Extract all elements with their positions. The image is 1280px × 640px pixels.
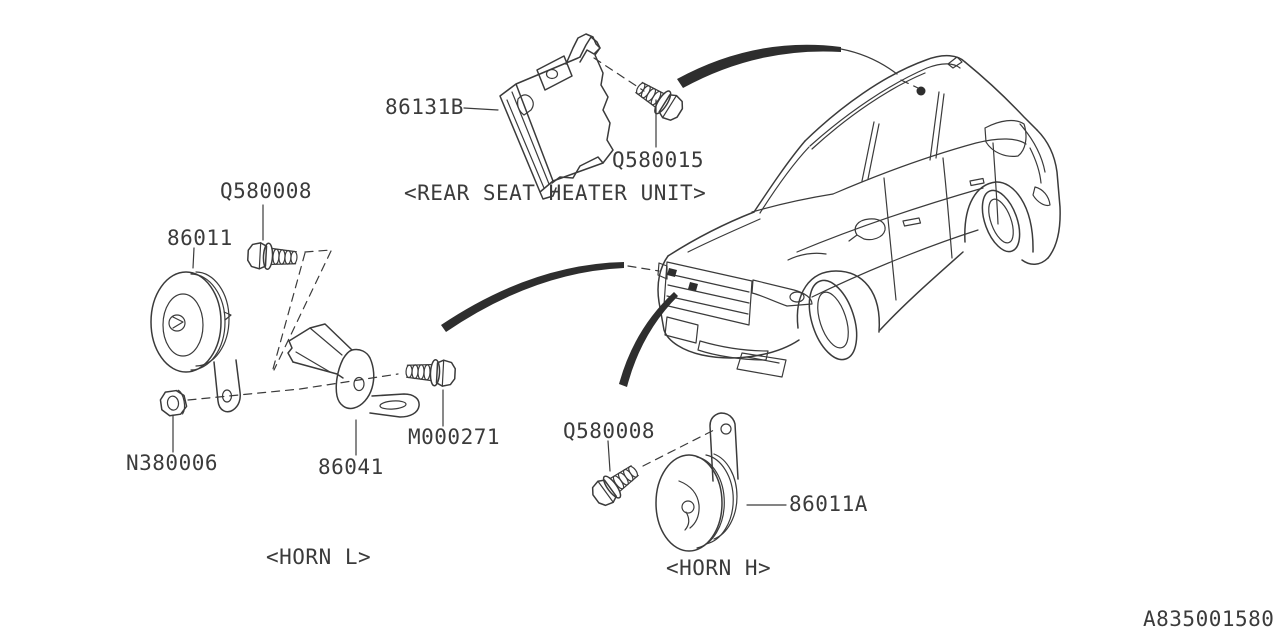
part-label-horn-l-bolt: Q580008 [220,179,313,203]
part-label-horn-h-bolt: Q580008 [563,419,656,443]
part-label-bracket-bolt: M000271 [408,425,501,449]
part-label-bracket: 86041 [318,455,384,479]
location-arrows [441,44,898,387]
vehicle-illustration [627,54,1061,378]
caption-horn-h: <HORN H> [666,556,772,580]
part-label-horn-l-nut: N380006 [126,451,219,475]
part-label-horn-h: 86011A [789,492,868,516]
horn-h-drawing [587,412,787,552]
caption-horn-l: <HORN L> [266,545,372,569]
part-label-heater-bolt: Q580015 [612,148,705,172]
heater-location-dot [916,86,926,96]
bracket-drawing [287,323,457,456]
part-label-heater-unit: 86131B [385,95,464,119]
horn-l-drawing [150,204,399,453]
heater-unit-drawing [463,33,688,200]
horn-location-marker [667,268,698,291]
drawing-number: A835001580 [1143,607,1275,631]
caption-rear-seat-heater-unit: <REAR SEAT HEATER UNIT> [404,181,707,205]
part-label-horn-l: 86011 [167,226,233,250]
